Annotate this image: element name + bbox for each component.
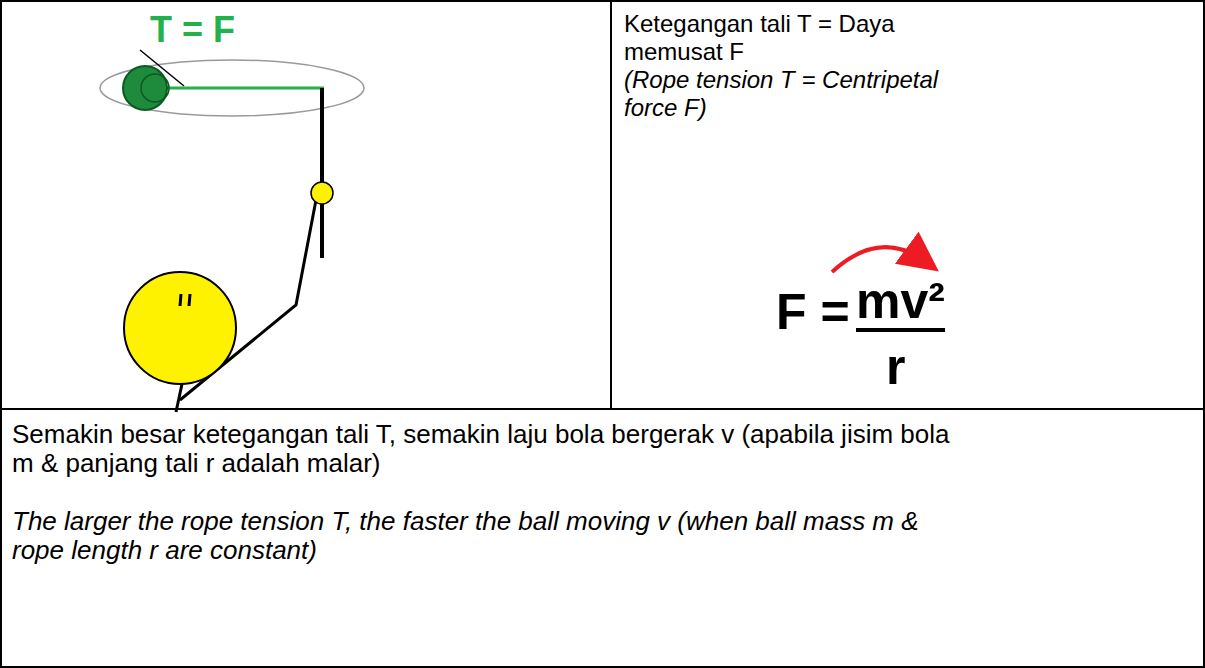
swinging-ball bbox=[123, 66, 167, 110]
formula-part: mv² bbox=[856, 274, 945, 332]
hand bbox=[311, 182, 333, 204]
table-cell: Semakin besar ketegangan tali T, semakin… bbox=[0, 408, 1205, 668]
ball-highlight bbox=[141, 74, 169, 102]
eye bbox=[189, 294, 190, 306]
description-text: Semakin besar ketegangan tali T, semakin… bbox=[12, 420, 972, 478]
formula-part: r bbox=[886, 340, 905, 394]
table-cell: T = F bbox=[0, 0, 612, 410]
description-text: The larger the rope tension T, the faste… bbox=[12, 507, 972, 565]
formula-label: T = F bbox=[150, 10, 235, 50]
eye bbox=[180, 294, 181, 306]
description-text: (Rope tension T = Centripetal force F) bbox=[624, 66, 979, 122]
description-text: Ketegangan tali T = Daya memusat F bbox=[624, 10, 979, 66]
rope-line bbox=[160, 87, 324, 90]
orbit-ellipse bbox=[100, 60, 364, 116]
table-cell: Ketegangan tali T = Daya memusat F(Rope … bbox=[610, 0, 1205, 410]
rod bbox=[320, 88, 324, 258]
head bbox=[124, 272, 236, 384]
curved-arrow bbox=[832, 247, 926, 272]
formula-part: F = bbox=[776, 285, 850, 339]
